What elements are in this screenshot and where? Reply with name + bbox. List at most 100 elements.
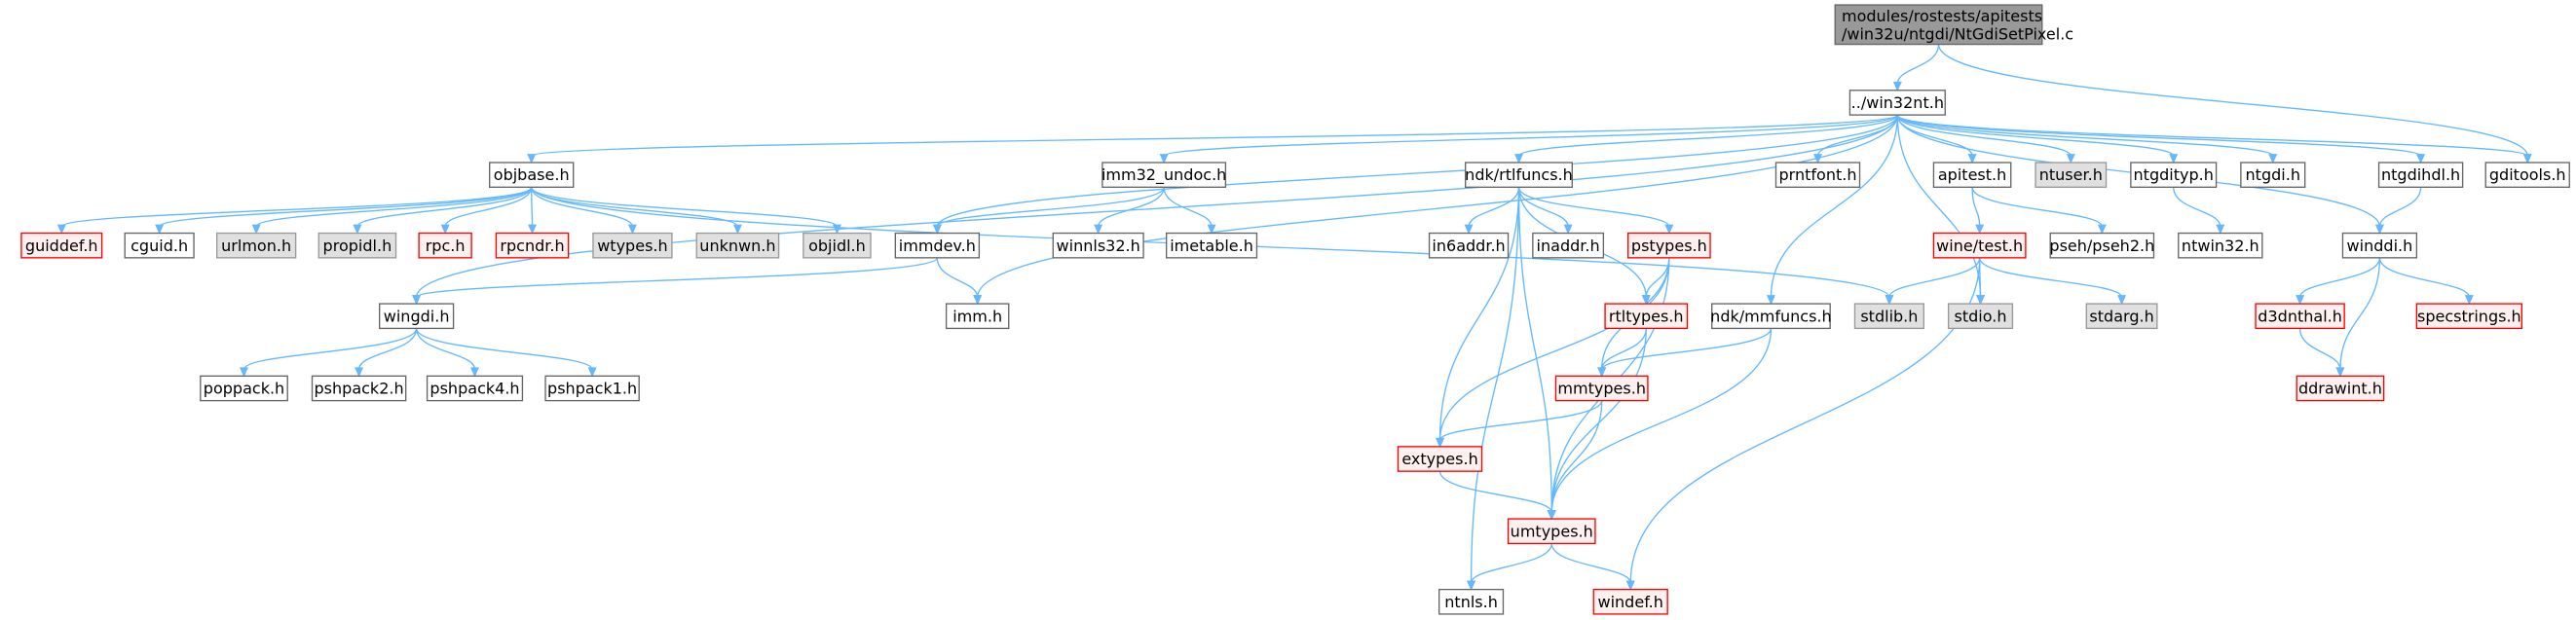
node-gditools[interactable]: gditools.h <box>2484 162 2570 188</box>
node-label: propidl.h <box>323 237 392 255</box>
edge-line <box>2173 187 2221 227</box>
edge-line <box>1517 187 1569 227</box>
node-unknwn[interactable]: unknwn.h <box>695 232 780 259</box>
edge-wingdi-to-pshpack2 <box>355 328 418 378</box>
node-rpcndr[interactable]: rpcndr.h <box>495 232 570 259</box>
node-stdarg[interactable]: stdarg.h <box>2085 303 2158 330</box>
edge-winddi-to-specstrings <box>2378 257 2474 306</box>
edge-line <box>1517 187 1670 228</box>
node-box <box>2178 232 2263 259</box>
node-prntfont[interactable]: prntfont.h <box>1774 162 1861 188</box>
node-rpc[interactable]: rpc.h <box>418 232 472 259</box>
node-rtltypes[interactable]: rtltypes.h <box>1604 303 1689 330</box>
node-mmtypes[interactable]: mmtypes.h <box>1554 375 1649 402</box>
node-box <box>2130 162 2218 188</box>
node-ntgdi[interactable]: ntgdi.h <box>2240 162 2306 188</box>
node-stdlib[interactable]: stdlib.h <box>1853 303 1924 330</box>
edge-line <box>1517 187 1552 513</box>
edge-line <box>977 115 1899 298</box>
node-windef[interactable]: windef.h <box>1592 588 1668 615</box>
node-box <box>1465 162 1574 188</box>
node-stdio[interactable]: stdio.h <box>1947 303 2014 330</box>
node-winnls32[interactable]: winnls32.h <box>1052 232 1144 259</box>
arrowhead-icon <box>1464 224 1474 235</box>
arrowhead-icon <box>240 367 248 378</box>
edge-line <box>1971 187 1981 227</box>
node-apitest[interactable]: apitest.h <box>1932 162 2012 188</box>
node-poppack[interactable]: poppack.h <box>200 375 288 402</box>
arrowhead-icon <box>353 224 362 235</box>
node-ntgdihdl[interactable]: ntgdihdl.h <box>2377 162 2464 188</box>
node-cguid[interactable]: cguid.h <box>124 232 195 259</box>
edge-line <box>2339 257 2381 370</box>
edge-line <box>60 186 533 228</box>
edge-objbase-to-rpc <box>440 187 533 235</box>
arrowhead-icon <box>1766 295 1775 306</box>
node-extypes[interactable]: extypes.h <box>1397 446 1483 472</box>
node-box <box>1554 375 1649 402</box>
edge-line <box>1438 257 1670 441</box>
node-pshpack1[interactable]: pshpack1.h <box>544 375 640 402</box>
node-ntwin32[interactable]: ntwin32.h <box>2178 232 2263 259</box>
node-wtypes[interactable]: wtypes.h <box>592 232 673 259</box>
node-objidl[interactable]: objidl.h <box>803 232 872 259</box>
arrowhead-icon <box>2216 224 2225 235</box>
edge-line <box>1601 328 1773 370</box>
node-root[interactable]: modules/rostests/apitests/win32u/ntgdi/N… <box>1834 4 2073 46</box>
edge-line <box>1601 328 1647 370</box>
arrowhead-icon <box>528 224 538 235</box>
edge-rtltypes-to-umtypes <box>1547 328 1647 521</box>
edge-line <box>415 257 939 298</box>
node-label: stdlib.h <box>1860 307 1918 325</box>
node-ntuser[interactable]: ntuser.h <box>2035 162 2108 188</box>
node-imm32_undoc[interactable]: imm32_undoc.h <box>1101 162 1226 188</box>
node-label: wingdi.h <box>384 307 450 325</box>
node-in6addr[interactable]: in6addr.h <box>1428 232 1510 259</box>
node-label: rtltypes.h <box>1609 307 1684 325</box>
node-winddi[interactable]: winddi.h <box>2341 232 2418 259</box>
edge-rtlfuncs-to-in6addr <box>1464 187 1520 235</box>
node-ddrawint[interactable]: ddrawint.h <box>2296 375 2385 402</box>
edge-imm32_undoc-to-immdev <box>932 187 1165 235</box>
node-immdev[interactable]: immdev.h <box>894 232 981 259</box>
node-imetable[interactable]: imetable.h <box>1165 232 1258 259</box>
edge-line <box>158 186 533 228</box>
node-pstypes[interactable]: pstypes.h <box>1627 232 1711 259</box>
node-imm[interactable]: imm.h <box>945 303 1010 330</box>
node-win32nt[interactable]: ../win32nt.h <box>1848 90 1946 116</box>
node-box <box>1507 518 1596 545</box>
edge-apitest-to-pseh2 <box>1971 187 2107 235</box>
edge-line <box>2298 257 2381 298</box>
edge-line <box>357 328 418 370</box>
node-pseh2[interactable]: pseh/pseh2.h <box>2049 232 2154 259</box>
node-wingdi[interactable]: wingdi.h <box>378 303 455 330</box>
edge-win32nt-to-imm32_undoc <box>1159 114 1899 164</box>
arrowhead-icon <box>1597 367 1607 378</box>
node-propidl[interactable]: propidl.h <box>317 232 397 259</box>
node-label: d3dnthal.h <box>2258 307 2342 325</box>
node-ntnls[interactable]: ntnls.h <box>1438 588 1505 615</box>
edge-wingdi-to-pshpack4 <box>415 328 479 378</box>
node-rtlfuncs[interactable]: ndk/rtlfuncs.h <box>1465 162 1574 188</box>
node-inaddr[interactable]: inaddr.h <box>1532 232 1605 259</box>
node-winetest[interactable]: wine/test.h <box>1932 232 2027 259</box>
node-specstrings[interactable]: specstrings.h <box>2415 303 2523 330</box>
node-box <box>2377 162 2464 188</box>
node-box <box>2484 162 2570 188</box>
node-urlmon[interactable]: urlmon.h <box>215 232 297 259</box>
node-umtypes[interactable]: umtypes.h <box>1507 518 1596 545</box>
node-label: wtypes.h <box>597 237 667 255</box>
edge-line <box>1550 400 1603 513</box>
arrowhead-icon <box>2416 154 2426 164</box>
node-pshpack4[interactable]: pshpack4.h <box>426 375 524 402</box>
node-guiddef[interactable]: guiddef.h <box>20 232 103 259</box>
node-d3dnthal[interactable]: d3dnthal.h <box>2255 303 2345 330</box>
edge-line <box>1517 114 1899 157</box>
node-objbase[interactable]: objbase.h <box>489 162 575 188</box>
node-box <box>1438 588 1505 615</box>
edge-winddi-to-d3dnthal <box>2296 257 2381 306</box>
node-ntgdityp[interactable]: ntgdityp.h <box>2130 162 2218 188</box>
node-mmfuncs[interactable]: ndk/mmfuncs.h <box>1710 303 1832 330</box>
node-pshpack2[interactable]: pshpack2.h <box>311 375 407 402</box>
